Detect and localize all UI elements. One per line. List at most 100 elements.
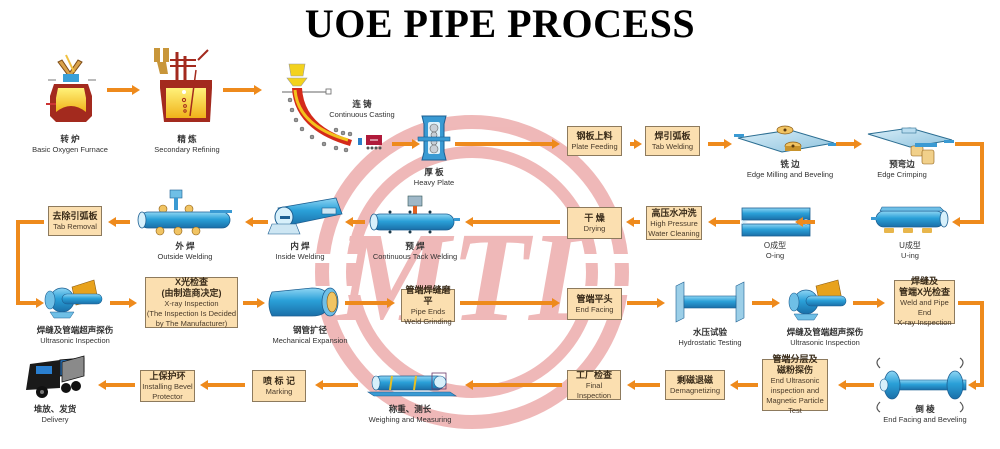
step-label-en-2: X-ray Inspection: [897, 318, 952, 327]
step-label-zh: 连 铸: [352, 99, 372, 109]
step-mechanical-expansion: 钢管扩径 Mechanical Expansion: [260, 324, 360, 346]
step-label-en-2: Protector: [152, 391, 183, 401]
step-label-zh-2: 管端X光检查: [898, 287, 950, 297]
step-label-zh: 剩磁退磁: [676, 374, 713, 385]
step-label-en: End Facing: [575, 304, 614, 314]
step-ultrasonic-inspection-2: 焊缝及管端超声探伤 Ultrasonic Inspection: [775, 326, 875, 348]
continuous-casting-icon: [282, 63, 382, 153]
step-basic-oxygen-furnace: 转 炉 Basic Oxygen Furnace: [20, 133, 120, 155]
step-inside-welding: 内 焊 Inside Welding: [265, 240, 335, 262]
step-label-en-3: Magnetic Particle Test: [766, 396, 824, 415]
step-label-zh: 管端焊缝磨平: [405, 284, 451, 306]
step-end-facing: 管端平头 End Facing: [567, 288, 622, 320]
step-label-zh-2: (由制造商决定): [161, 287, 222, 298]
step-label-zh: 水压试验: [692, 327, 727, 337]
step-label-zh: 预弯边: [889, 159, 915, 169]
step-label-zh: 铣 边: [780, 159, 800, 169]
ultrasonic-inspection-2-icon: [788, 279, 847, 321]
step-label-zh: 内 焊: [290, 241, 310, 251]
ultrasonic-inspection-icon: [44, 279, 103, 319]
step-label-zh: 干 燥: [584, 212, 605, 223]
flow-arrow-head: [772, 298, 780, 308]
step-label-en: Secondary Refining: [154, 145, 220, 154]
step-label-zh-1: X光检查: [174, 276, 208, 287]
step-label-zh: 焊引弧板: [654, 130, 691, 141]
step-label-en: Mechanical Expansion: [272, 336, 348, 345]
step-final-inspection: 工厂检查 Final Inspection: [567, 370, 621, 400]
step-marking: 喷 标 记 Marking: [252, 370, 306, 402]
step-drying: 干 燥 Drying: [567, 207, 622, 239]
step-label-en-1: Weld and Pipe End: [900, 298, 949, 317]
outside-welding-icon: [137, 189, 232, 236]
flow-arrow-head: [345, 217, 353, 227]
step-label-en-1: End Ultrasonic: [770, 376, 820, 385]
step-label-en: Edge Crimping: [877, 170, 927, 179]
step-label-en: Outside Welding: [157, 252, 213, 261]
step-label-zh: 称重、测长: [388, 404, 432, 414]
step-label-zh: 精 炼: [177, 134, 197, 144]
step-label-en-3: by The Manufacturer): [155, 318, 228, 328]
step-label-en: Tab Removal: [53, 221, 97, 231]
step-end-facing-beveling: 倒 棱 End Facing and Beveling: [875, 403, 975, 425]
delivery-truck-icon: [26, 355, 85, 398]
weighing-measuring-icon: [367, 372, 457, 397]
step-label-en: End Facing and Beveling: [883, 415, 967, 424]
diagram-title: UOE PIPE PROCESS: [304, 1, 696, 46]
hydrostatic-testing-icon: [675, 281, 745, 323]
flow-arrow-head: [132, 85, 140, 95]
step-label-zh: 焊缝及管端超声探伤: [36, 325, 114, 335]
step-tab-removal: 去除引弧板 Tab Removal: [48, 206, 102, 236]
flow-arrow-head: [36, 298, 44, 308]
step-o-ing: O成型 O-ing: [745, 240, 805, 261]
heavy-plate-icon: [417, 115, 451, 161]
flow-arrow-head: [200, 380, 208, 390]
step-label-en: Basic Oxygen Furnace: [32, 145, 108, 154]
step-weld-pipe-end-xray: 焊缝及 管端X光检查 Weld and Pipe End X-ray Inspe…: [894, 276, 955, 327]
step-heavy-plate: 厚 板 Heavy Plate: [404, 166, 464, 188]
flow-arrow-head: [552, 139, 560, 149]
u-ing-icon: [871, 206, 949, 233]
flow-arrows: [16, 85, 984, 390]
step-label-zh: 上保护环: [149, 370, 186, 381]
step-label-en: Continuous Casting: [329, 110, 395, 119]
flow-arrow-head: [838, 380, 846, 390]
edge-milling-icon: [734, 125, 838, 153]
step-outside-welding: 外 焊 Outside Welding: [145, 240, 225, 262]
step-label-en: Demagnetizing: [669, 385, 721, 395]
step-label-en: Final Inspection: [576, 380, 612, 400]
edge-crimping-icon: [867, 127, 954, 165]
flow-arrow-head: [465, 380, 473, 390]
step-label-zh: 喷 标 记: [262, 375, 295, 386]
flow-arrow-head: [708, 217, 716, 227]
step-label-zh: 管端平头: [576, 293, 613, 304]
flow-arrow-head: [465, 217, 473, 227]
step-edge-milling: 铣 边 Edge Milling and Beveling: [735, 158, 845, 180]
step-label-en: Plate Feeding: [571, 141, 618, 151]
step-delivery: 堆放、发货 Delivery: [20, 403, 90, 425]
inside-welding-icon: [267, 197, 343, 235]
step-label-zh-1: 管端分层及: [772, 354, 818, 364]
step-label-zh: 倒 棱: [915, 404, 935, 414]
flow-arrow-head: [129, 298, 137, 308]
end-facing-beveling-icon: [876, 357, 967, 413]
step-label-zh: 焊缝及管端超声探伤: [786, 327, 864, 337]
tack-welding-icon: [369, 195, 460, 234]
step-label-zh: U成型: [899, 241, 921, 250]
flow-arrow-head: [387, 298, 395, 308]
mechanical-expansion-icon: [268, 287, 339, 317]
step-label-en-2: inspection and: [770, 386, 820, 395]
step-continuous-casting: 连 铸 Continuous Casting: [312, 98, 412, 120]
step-label-zh: 厚 板: [424, 167, 444, 177]
step-label-en-1: Installing Bevel: [142, 381, 193, 391]
flow-arrow-head: [98, 380, 106, 390]
step-label-en: Drying: [583, 223, 606, 233]
step-label-en: Edge Milling and Beveling: [746, 170, 834, 179]
flow-arrow-head: [627, 380, 635, 390]
step-label-en-2: (The Inspection Is Decided: [146, 308, 237, 318]
step-label-zh: 去除引弧板: [52, 210, 98, 221]
step-label-en-1: X-ray Inspection: [164, 298, 219, 308]
step-label-en: Weighing and Measuring: [368, 415, 452, 424]
step-label-en: Hydrostatic Testing: [678, 338, 742, 347]
step-label-zh-2: 磁粉探伤: [776, 365, 813, 375]
